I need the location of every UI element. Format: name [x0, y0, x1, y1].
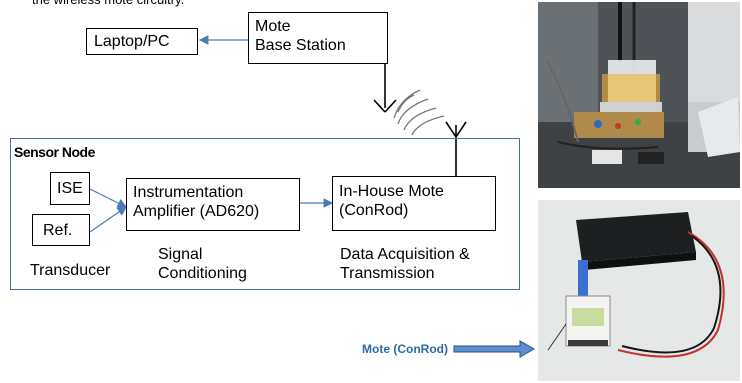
lab-setup-photo [538, 2, 740, 188]
signal-label-line1: Signal [158, 246, 203, 263]
sensor-node-frame [10, 138, 520, 290]
daq-transmission-label: Data Acquisition & Transmission [340, 245, 470, 283]
daq-label-line1: Data Acquisition & [340, 246, 470, 263]
sensor-node-title: Sensor Node [14, 144, 95, 160]
instrumentation-amplifier-box: Instrumentation Amplifier (AD620) [126, 178, 300, 231]
base-station-label-line2: Base Station [255, 37, 346, 54]
wireless-waves-icon [393, 89, 445, 136]
signal-label-line2: Conditioning [158, 265, 247, 282]
base-station-box: Mote Base Station [248, 12, 388, 64]
amp-label-line2: Amplifier (AD620) [133, 203, 260, 220]
caption-arrow-icon [453, 340, 536, 358]
mote-label-line1: In-House Mote [339, 183, 444, 200]
ref-label: Ref. [43, 222, 73, 239]
in-house-mote-box: In-House Mote (ConRod) [332, 176, 496, 231]
mote-photo-caption: Mote (ConRod) [362, 342, 448, 356]
arrow-ref-to-amp [89, 206, 127, 233]
transducer-label: Transducer [30, 262, 111, 279]
laptop-pc-box: Laptop/PC [86, 28, 198, 55]
header-text-fragment: the wireless mote circuitry. [32, 0, 184, 8]
amp-label-line1: Instrumentation [133, 184, 244, 201]
mote-antenna-icon [445, 121, 467, 176]
ise-label: ISE [57, 180, 83, 197]
ref-box: Ref. [32, 214, 90, 246]
daq-label-line2: Transmission [340, 265, 435, 282]
arrow-ise-to-amp [89, 188, 128, 208]
base-station-label-line1: Mote [255, 18, 291, 35]
mote-photo [538, 200, 740, 381]
mote-label-line2: (ConRod) [339, 202, 409, 219]
ise-box: ISE [50, 172, 90, 205]
laptop-pc-label: Laptop/PC [94, 33, 170, 50]
signal-conditioning-label: Signal Conditioning [158, 245, 247, 283]
base-antenna-icon [373, 63, 397, 113]
